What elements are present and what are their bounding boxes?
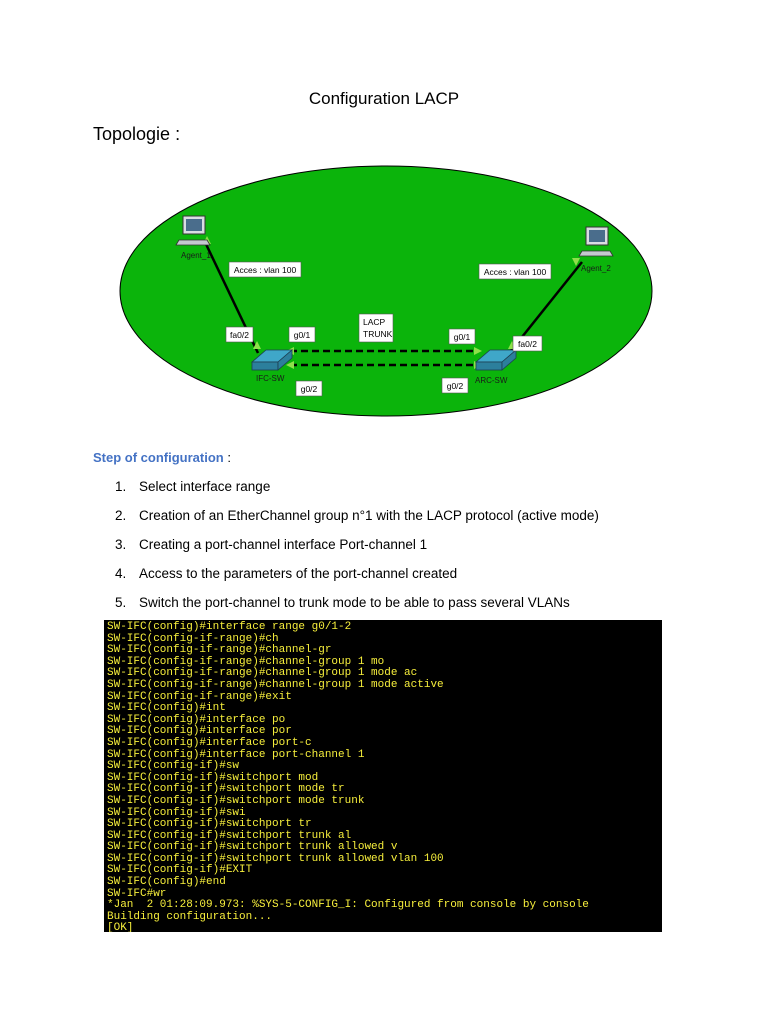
list-item-text: Creating a port-channel interface Port-c…: [139, 537, 428, 552]
terminal-line: SW-IFC(config)#interface port-channel 1: [107, 748, 365, 761]
terminal-line: [OK]: [107, 922, 134, 932]
terminal-line: SW-IFC(config-if)#switchport trunk al: [107, 829, 352, 842]
link-up-arrow: [474, 347, 482, 355]
terminal-line: SW-IFC(config-if-range)#exit: [107, 690, 292, 703]
topology-diagram: Agent_1 Agent_2 IFC-SW ARC-SW Acces : vl…: [119, 165, 653, 417]
terminal-line: SW-IFC(config)#end: [107, 876, 226, 889]
terminal-line: SW-IFC(config-if-range)#ch: [107, 632, 279, 645]
svg-text:g0/1: g0/1: [294, 330, 311, 340]
list-item-number: 5.: [115, 595, 127, 610]
computer-icon[interactable]: [175, 215, 211, 246]
terminal-line: SW-IFC(config-if)#sw: [107, 760, 240, 773]
terminal-line: SW-IFC(config-if)#switchport mode tr: [107, 783, 345, 796]
terminal-line: SW-IFC(config-if)#switchport trunk allow…: [107, 841, 398, 854]
label-access-right: Acces : vlan 100: [478, 263, 552, 280]
terminal-line: SW-IFC(config-if)#swi: [107, 806, 246, 819]
terminal-line: SW-IFC(config)#interface port-c: [107, 736, 312, 749]
list-item-number: 3.: [115, 537, 127, 552]
terminal-line: SW-IFC(config-if)#switchport tr: [107, 818, 312, 831]
steps-heading: Step of configuration :: [93, 450, 231, 465]
terminal-line: SW-IFC(config-if-range)#channel-group 1 …: [107, 678, 444, 691]
list-item: 2. Creation of an EtherChannel group n°1 …: [93, 507, 599, 536]
label-access-left: Acces : vlan 100: [228, 261, 302, 278]
agent2-label: Agent_2: [581, 264, 611, 273]
terminal-line: SW-IFC(config-if)#EXIT: [107, 864, 253, 877]
label-lacp-trunk: LACP TRUNK: [358, 313, 394, 343]
list-item: 5. Switch the port-channel to trunk mode …: [93, 594, 599, 623]
label-left-g0-1: g0/1: [288, 326, 316, 343]
terminal-line: *Jan 2 01:28:09.973: %SYS-5-CONFIG_I: Co…: [107, 899, 589, 912]
link-up-arrow: [572, 258, 580, 266]
list-item-number: 1.: [115, 479, 127, 494]
label-left-g0-2: g0/2: [295, 380, 323, 397]
svg-text:fa0/2: fa0/2: [518, 339, 537, 349]
svg-text:TRUNK: TRUNK: [363, 329, 393, 339]
terminal-line: Building configuration...: [107, 910, 273, 923]
agent1-label: Agent_1: [181, 251, 211, 260]
terminal-line: SW-IFC#wr: [107, 887, 167, 900]
terminal-line: SW-IFC(config)#interface range g0/1-2: [107, 621, 352, 633]
terminal-line: SW-IFC(config-if)#switchport mod: [107, 771, 319, 784]
label-right-g0-2: g0/2: [441, 377, 469, 394]
network-ellipse: [119, 165, 653, 417]
list-item-text: Select interface range: [139, 479, 271, 494]
link-up-arrow: [253, 341, 261, 349]
list-item: 1. Select interface range: [93, 478, 599, 507]
switch-right-label: ARC-SW: [475, 376, 508, 385]
list-item-text: Creation of an EtherChannel group n°1 wi…: [139, 508, 599, 523]
switch-icon[interactable]: [250, 349, 294, 371]
document-title: Configuration LACP: [308, 89, 460, 108]
label-right-fa0-2: fa0/2: [512, 335, 543, 352]
label-left-fa0-2: fa0/2: [225, 326, 254, 343]
list-item-number: 4.: [115, 566, 127, 581]
computer-icon[interactable]: [578, 226, 614, 257]
steps-heading-label: Step of configuration: [93, 450, 224, 465]
label-right-g0-1: g0/1: [448, 328, 476, 345]
terminal-line: SW-IFC(config-if)#switchport mode trunk: [107, 794, 365, 807]
terminal-line: SW-IFC(config-if-range)#channel-group 1 …: [107, 667, 418, 680]
terminal-line: SW-IFC(config)#interface por: [107, 725, 292, 738]
svg-text:g0/2: g0/2: [301, 384, 318, 394]
svg-text:g0/2: g0/2: [447, 381, 464, 391]
switch-left-label: IFC-SW: [256, 374, 285, 383]
terminal-line: SW-IFC(config)#int: [107, 702, 226, 715]
steps-list: 1. Select interface range 2. Creation of a…: [93, 478, 599, 623]
terminal-line: SW-IFC(config)#interface po: [107, 713, 286, 726]
terminal-line: SW-IFC(config-if-range)#channel-group 1 …: [107, 655, 385, 668]
steps-heading-suffix: :: [223, 450, 231, 465]
svg-text:Acces : vlan 100: Acces : vlan 100: [234, 265, 297, 275]
list-item: 3. Creating a port-channel interface Port…: [93, 536, 599, 565]
terminal-line: SW-IFC(config-if)#switchport trunk allow…: [107, 852, 444, 865]
list-item-text: Switch the port-channel to trunk mode to…: [139, 595, 570, 610]
list-item-text: Access to the parameters of the port-cha…: [139, 566, 458, 581]
svg-text:g0/1: g0/1: [454, 332, 471, 342]
link-up-arrow: [286, 361, 294, 369]
terminal-line: SW-IFC(config-if-range)#channel-gr: [107, 644, 332, 657]
list-item-number: 2.: [115, 508, 127, 523]
svg-text:Acces : vlan 100: Acces : vlan 100: [484, 267, 547, 277]
svg-text:LACP: LACP: [363, 317, 386, 327]
svg-text:fa0/2: fa0/2: [230, 330, 249, 340]
list-item: 4. Access to the parameters of the port-c…: [93, 565, 599, 594]
section-title-topology: Topologie :: [93, 124, 181, 144]
